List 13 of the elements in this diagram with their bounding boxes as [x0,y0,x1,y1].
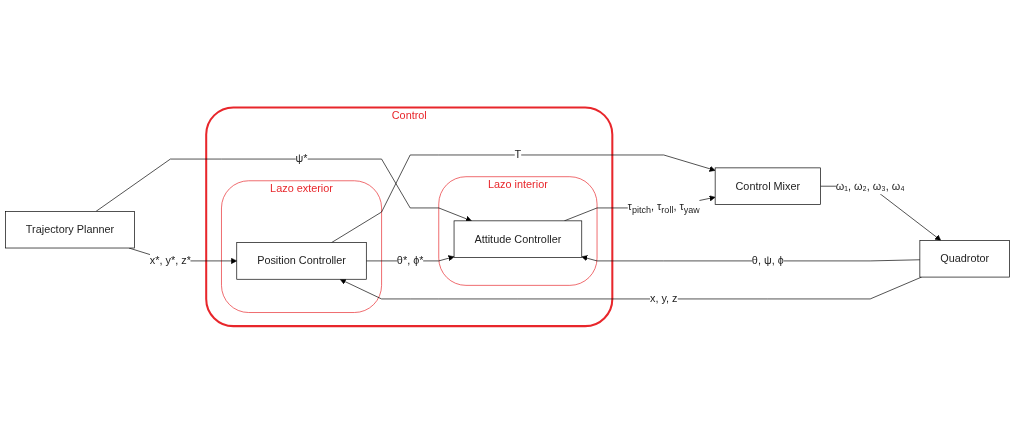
node-box: Position Controller [236,242,367,280]
edge-label: θ*, ϕ* [396,255,424,267]
node-box: Control Mixer [714,167,821,206]
edge-label: τ$_{pitch}$, τ$_{roll}$, τ$_{yaw}$ [627,200,700,216]
edge-label: ψ* [295,153,308,165]
node-box: Quadrotor [919,240,1010,278]
edge-label: x*, y*, z* [149,255,191,267]
edge-label: T [514,149,522,161]
node-box: Attitude Controller [453,220,583,259]
edge-label: θ, ψ, ϕ [751,255,784,267]
edge-label: ω₁, ω₂, ω₃, ω₄ [835,180,905,192]
edge-label: x, y, z [649,293,678,305]
node-box: Trajectory Planner [5,211,135,249]
